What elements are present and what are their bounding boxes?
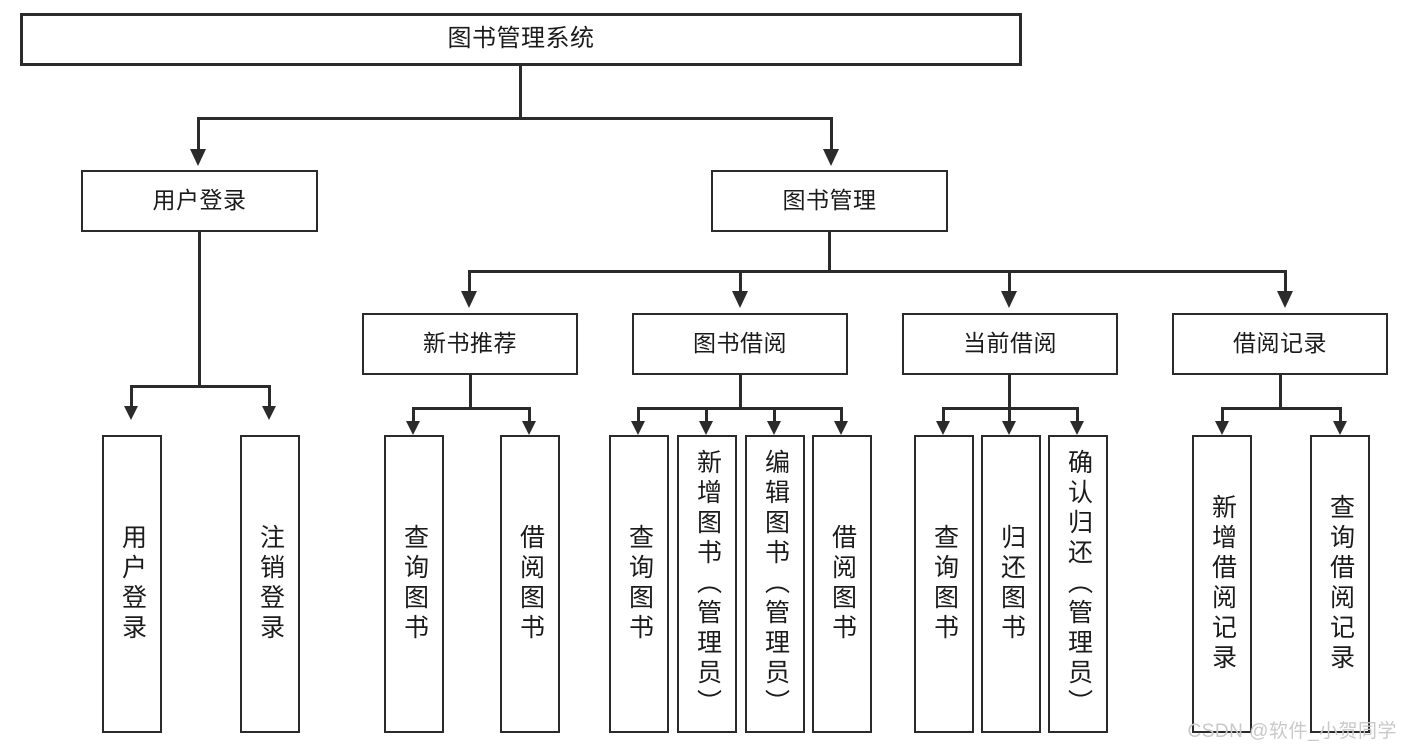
edge-current-borrow-drop-2 [1008,407,1011,423]
leaf-borrow-book-recommend[interactable]: 借阅图书 [500,435,560,733]
leaf-add-borrow-record[interactable]: 新增借阅记录 [1192,435,1252,733]
edge-new-book-drop-2 [528,407,531,423]
node-label: 图书管理 [782,187,877,214]
leaf-user-login[interactable]: 用户登录 [102,435,162,733]
arrow-leaf-query-book-2 [631,421,645,435]
node-book-borrow[interactable]: 图书借阅 [632,313,848,375]
node-label: 用户登录 [118,524,147,644]
arrow-to-current-borrow [1001,291,1017,308]
node-label: 确认归还（管理员） [1064,449,1093,719]
node-label: 归还图书 [997,524,1026,644]
edge-book-mgmt-drop-4 [1284,270,1287,292]
node-label: 查询图书 [400,524,429,644]
node-label: 图书管理系统 [447,25,595,53]
node-label: 查询图书 [930,524,959,644]
node-label: 新增图书（管理员） [693,449,722,719]
leaf-return-book[interactable]: 归还图书 [981,435,1041,733]
node-new-book-recommend[interactable]: 新书推荐 [362,313,578,375]
edge-new-book-bar [412,407,531,410]
arrow-to-user-login [190,149,206,166]
arrow-leaf-edit-book [767,421,781,435]
leaf-logout-login[interactable]: 注销登录 [240,435,300,733]
arrow-leaf-return-book [1002,421,1016,435]
leaf-query-book-borrow[interactable]: 查询图书 [609,435,669,733]
node-label: 当前借阅 [963,330,1057,357]
arrow-leaf-query-record [1333,421,1347,435]
node-label: 借阅图书 [828,524,857,644]
arrow-leaf-borrow-book-2 [834,421,848,435]
edge-book-borrow-drop-2 [705,407,708,423]
node-book-management[interactable]: 图书管理 [711,170,948,232]
edge-current-borrow-stem [1008,375,1011,409]
arrow-leaf-add-record [1215,421,1229,435]
edge-current-borrow-drop-1 [942,407,945,423]
arrow-to-borrow-record [1277,291,1293,308]
arrow-leaf-logout [262,406,276,420]
arrow-leaf-query-book-1 [406,421,420,435]
leaf-query-book-recommend[interactable]: 查询图书 [384,435,444,733]
arrow-to-book-mgmt [823,149,839,166]
leaf-add-book-admin[interactable]: 新增图书（管理员） [677,435,737,733]
node-label: 新增借阅记录 [1208,494,1237,674]
node-label: 借阅图书 [516,524,545,644]
node-label: 查询借阅记录 [1326,494,1355,674]
edge-book-borrow-bar [637,407,843,410]
arrow-leaf-user-login [124,406,138,420]
node-current-borrow[interactable]: 当前借阅 [902,313,1118,375]
leaf-borrow-book[interactable]: 借阅图书 [812,435,872,733]
edge-book-mgmt-drop-2 [739,270,742,292]
edge-book-borrow-drop-1 [637,407,640,423]
arrow-leaf-borrow-book-1 [522,421,536,435]
edge-new-book-drop-1 [412,407,415,423]
arrow-to-book-borrow [732,291,748,308]
leaf-confirm-return-admin[interactable]: 确认归还（管理员） [1048,435,1108,733]
edge-user-login-drop-1 [130,385,133,407]
csdn-watermark: CSDN @软件_小贺同学 [1187,721,1397,742]
node-borrow-record[interactable]: 借阅记录 [1172,313,1388,375]
edge-book-mgmt-drop-3 [1008,270,1011,292]
edge-new-book-stem [469,375,472,409]
node-label: 注销登录 [256,524,285,644]
edge-borrow-record-bar [1221,407,1342,410]
node-label: 新书推荐 [423,330,517,357]
edge-borrow-record-drop-2 [1339,407,1342,423]
edge-book-mgmt-stem [828,232,831,272]
edge-book-borrow-drop-4 [840,407,843,423]
edge-book-mgmt-drop-1 [468,270,471,292]
leaf-query-borrow-record[interactable]: 查询借阅记录 [1310,435,1370,733]
edge-book-mgmt-bar [468,270,1287,273]
node-label: 查询图书 [625,524,654,644]
node-user-login[interactable]: 用户登录 [81,170,318,232]
node-label: 用户登录 [152,187,247,214]
edge-user-login-drop-2 [268,385,271,407]
edge-root-to-book-mgmt [830,117,833,151]
edge-root-bar [197,117,833,120]
arrow-leaf-query-book-3 [936,421,950,435]
edge-borrow-record-drop-1 [1221,407,1224,423]
edge-book-borrow-stem [739,375,742,409]
edge-root-to-user-login [197,117,200,151]
leaf-query-book-current[interactable]: 查询图书 [914,435,974,733]
node-label: 图书借阅 [693,330,787,357]
arrow-to-new-book [461,291,477,308]
node-root-system[interactable]: 图书管理系统 [20,13,1022,66]
edge-root-stem [519,66,522,118]
node-label: 借阅记录 [1233,330,1327,357]
arrow-leaf-add-book [699,421,713,435]
arrow-leaf-confirm-return [1070,421,1084,435]
edge-user-login-bar [130,385,271,388]
edge-current-borrow-drop-3 [1076,407,1079,423]
edge-book-borrow-drop-3 [773,407,776,423]
edge-user-login-stem [198,232,201,387]
leaf-edit-book-admin[interactable]: 编辑图书（管理员） [745,435,805,733]
edge-borrow-record-stem [1279,375,1282,409]
node-label: 编辑图书（管理员） [761,449,790,719]
